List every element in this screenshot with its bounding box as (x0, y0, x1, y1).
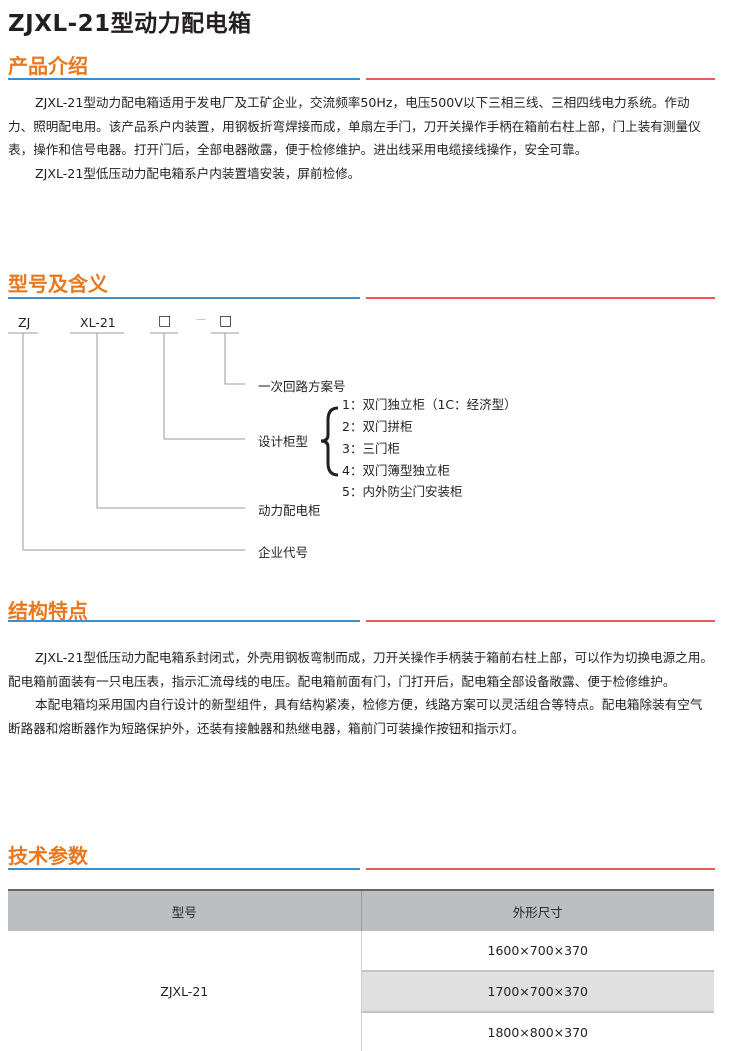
divider-right (366, 78, 715, 80)
code-series: XL-21 (80, 315, 116, 330)
label-scheme: 一次回路方案号 (258, 379, 346, 394)
table-row: 1700×700×370 (8, 971, 714, 1013)
design-option: 3：三门柜 (342, 441, 400, 456)
table-row: ZJXL-21 1600×700×370 (8, 931, 714, 1051)
column-header-size: 外形尺寸 (361, 889, 714, 931)
cell-size: 1700×700×370 (361, 971, 714, 1013)
design-option: 4：双门簿型独立柜 (342, 463, 450, 478)
divider-right (366, 868, 715, 870)
page-title: ZJXL-21型动力配电箱 (8, 11, 252, 37)
intro-text: ZJXL-21型动力配电箱适用于发电厂及工矿企业，交流频率50Hz，电压500V… (8, 91, 714, 185)
cell-model: ZJXL-21 (8, 931, 362, 1051)
paragraph: ZJXL-21型动力配电箱适用于发电厂及工矿企业，交流频率50Hz，电压500V… (8, 95, 701, 157)
section-heading-specs: 技术参数 (8, 844, 88, 868)
design-option: 5：内外防尘门安装柜 (342, 484, 463, 499)
column-header-model: 型号 (8, 889, 362, 931)
cell-size: 1800×800×370 (361, 1012, 714, 1051)
label-company: 企业代号 (258, 545, 309, 560)
divider-right (366, 620, 715, 622)
structure-text: ZJXL-21型低压动力配电箱系封闭式，外壳用钢板弯制而成，刀开关操作手柄装于箱… (8, 646, 714, 740)
specs-table: 型号 外形尺寸 ZJXL-21 1600×700×370 1700×700×37… (8, 889, 714, 1051)
divider-left (8, 297, 360, 299)
code-design-box: □ (158, 313, 172, 329)
divider-left (8, 620, 360, 622)
code-scheme-box: □ (219, 313, 233, 329)
model-code-diagram (8, 332, 339, 551)
divider-left (8, 868, 360, 870)
paragraph: ZJXL-21型低压动力配电箱系户内装置墙安装，屏前检修。 (35, 165, 361, 181)
design-option: 1：双门独立柜（1C：经济型） (342, 397, 517, 412)
section-heading-structure: 结构特点 (8, 599, 88, 623)
divider-left (8, 78, 360, 80)
label-design: 设计柜型 (258, 434, 309, 449)
table-row: 1800×800×370 (8, 1012, 714, 1051)
label-power: 动力配电柜 (258, 503, 321, 518)
section-heading-model: 型号及含义 (8, 272, 108, 296)
code-company: ZJ (18, 315, 31, 330)
design-option: 2：双门拼柜 (342, 419, 413, 434)
paragraph: 本配电箱均采用国内自行设计的新型组件，具有结构紧凑，检修方便，线路方案可以灵活组… (8, 697, 703, 736)
brace-icon (320, 406, 339, 477)
divider-right (366, 297, 715, 299)
section-heading-intro: 产品介绍 (8, 54, 88, 78)
code-dash: — (196, 314, 206, 325)
cell-size: 1600×700×370 (361, 931, 714, 972)
paragraph: ZJXL-21型低压动力配电箱系封闭式，外壳用钢板弯制而成，刀开关操作手柄装于箱… (8, 650, 714, 689)
